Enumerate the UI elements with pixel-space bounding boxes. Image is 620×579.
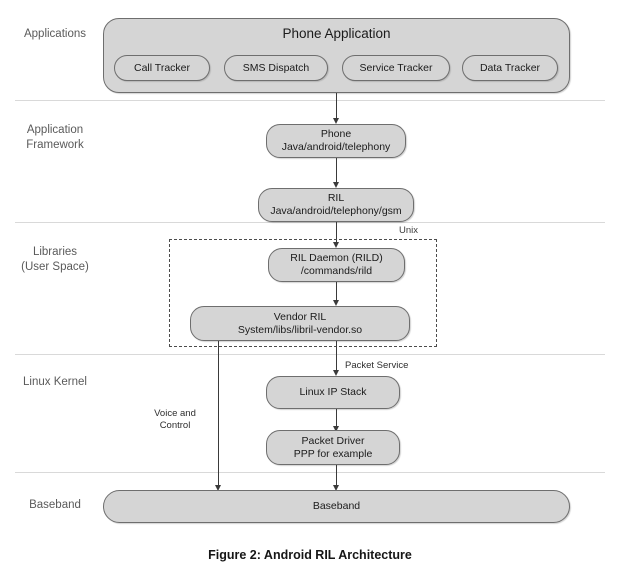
unix-region-label: Unix	[399, 225, 419, 236]
edge-label-voice-and-control: Voice and Control	[154, 408, 196, 431]
arrowhead-ril-to-rild	[332, 242, 339, 248]
arrowhead-rild-to-vendor-ril	[332, 300, 339, 306]
node-vendor-ril[interactable]: Vendor RIL System/libs/libril-vendor.so	[190, 306, 410, 341]
ril-daemon-line1: RIL Daemon (RILD)	[290, 252, 383, 264]
divider-libraries-kernel	[15, 354, 605, 355]
node-packet-driver[interactable]: Packet Driver PPP for example	[266, 430, 400, 465]
figure-caption: Figure 2: Android RIL Architecture	[208, 548, 412, 562]
node-data-tracker[interactable]: Data Tracker	[462, 55, 558, 81]
connector-ril-to-rild	[336, 222, 337, 244]
connector-rild-to-vendor-ril	[336, 282, 337, 303]
ril-telephony-line1: RIL	[327, 192, 345, 204]
ril-telephony-line2: Java/android/telephony/gsm	[270, 205, 402, 217]
connector-voice-and-control	[218, 341, 219, 489]
packet-driver-line1: Packet Driver	[301, 434, 365, 447]
packet-driver-line2: PPP for example	[293, 447, 373, 460]
unix-user-space-region	[169, 239, 437, 347]
connector-phone-to-ril	[336, 158, 337, 184]
connector-vendor-ril-to-ip-stack	[336, 341, 337, 374]
call-tracker-label: Call Tracker	[133, 62, 190, 74]
sms-dispatch-label: SMS Dispatch	[242, 62, 310, 74]
service-tracker-label: Service Tracker	[359, 62, 433, 74]
node-ril-daemon[interactable]: RIL Daemon (RILD) /commands/rild	[268, 248, 405, 282]
baseband-label: Baseband	[312, 500, 361, 512]
connector-packet-driver-to-baseband	[336, 465, 337, 489]
linux-ip-stack-label: Linux IP Stack	[299, 386, 367, 398]
layer-label-applications: Applications	[23, 28, 86, 40]
node-phone-telephony[interactable]: Phone Java/android/telephony	[266, 124, 406, 158]
vendor-ril-line2: System/libs/libril-vendor.so	[237, 323, 363, 336]
divider-kernel-baseband	[15, 472, 605, 473]
arrowhead-phone-to-ril	[332, 182, 339, 188]
arrowhead-packet-driver-to-baseband	[332, 485, 339, 491]
divider-applications-framework	[15, 100, 605, 101]
arrowhead-ip-stack-to-packet-driver	[332, 426, 339, 432]
phone-telephony-line2: Java/android/telephony	[281, 141, 391, 153]
layer-label-application-framework: Application Framework	[26, 124, 84, 151]
ril-daemon-line2: /commands/rild	[300, 265, 373, 277]
phone-telephony-line1: Phone	[320, 128, 352, 140]
layer-label-libraries: Libraries (User Space)	[21, 246, 89, 273]
layer-label-linux-kernel: Linux Kernel	[23, 376, 87, 388]
arrowhead-apps-to-phone	[332, 118, 339, 124]
edge-label-packet-service: Packet Service	[345, 360, 409, 371]
data-tracker-label: Data Tracker	[479, 62, 541, 74]
layer-label-baseband: Baseband	[29, 499, 81, 511]
node-baseband[interactable]: Baseband	[103, 490, 570, 523]
node-call-tracker[interactable]: Call Tracker	[114, 55, 210, 81]
arrowhead-voice-and-control	[214, 485, 221, 491]
node-ril-telephony-gsm[interactable]: RIL Java/android/telephony/gsm	[258, 188, 414, 222]
divider-framework-libraries	[15, 222, 605, 223]
vendor-ril-line1: Vendor RIL	[273, 310, 327, 323]
connector-ip-stack-to-packet-driver	[336, 409, 337, 429]
arrowhead-vendor-ril-to-ip-stack	[332, 370, 339, 376]
node-service-tracker[interactable]: Service Tracker	[342, 55, 450, 81]
connector-apps-to-phone	[336, 93, 337, 120]
node-linux-ip-stack[interactable]: Linux IP Stack	[266, 376, 400, 409]
phone-application-title: Phone Application	[282, 26, 391, 41]
node-sms-dispatch[interactable]: SMS Dispatch	[224, 55, 328, 81]
